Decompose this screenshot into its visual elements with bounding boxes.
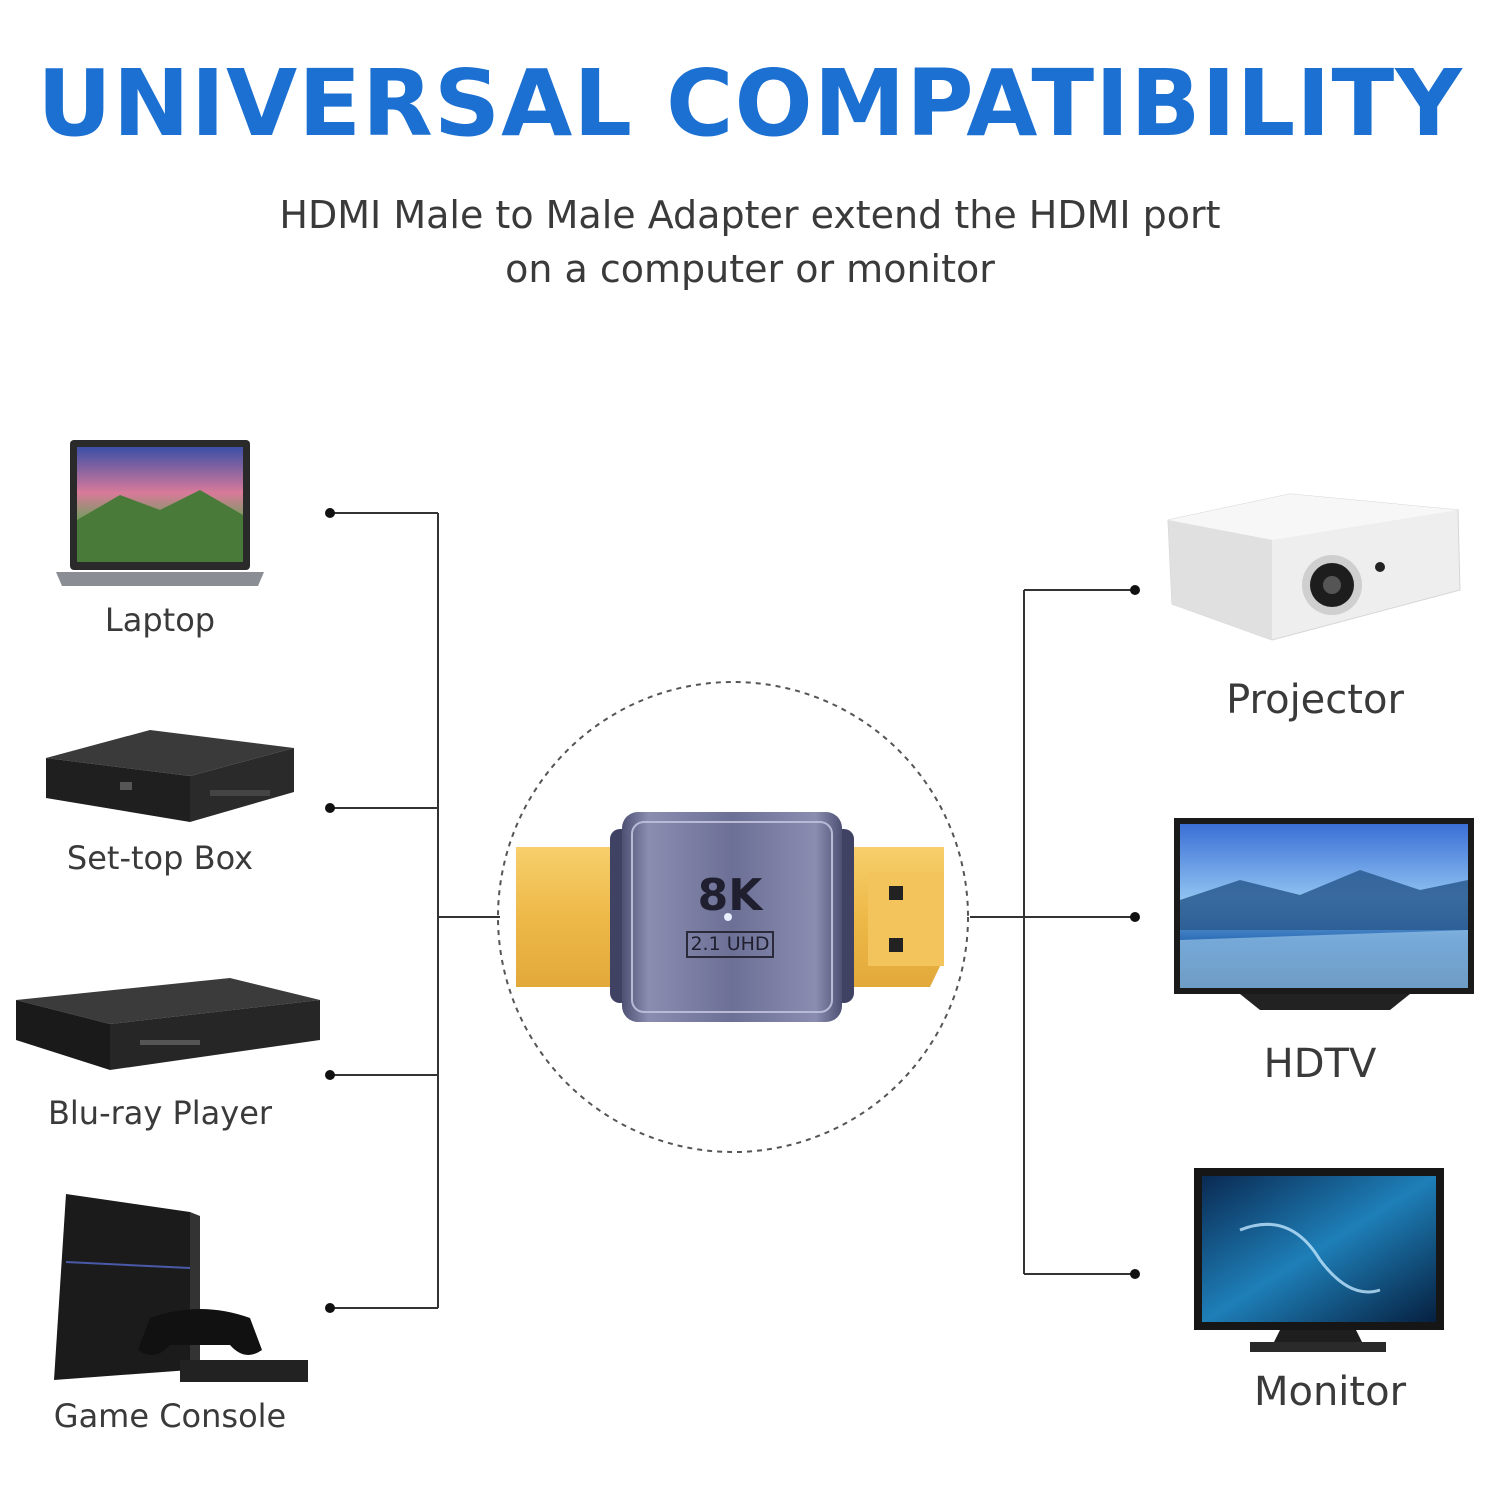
- connector-dot-laptop: [325, 508, 335, 518]
- set-top-box-icon: [46, 730, 294, 822]
- display-connectors: [970, 589, 1135, 1275]
- source-label-blu-ray-player: Blu-ray Player: [47, 1094, 273, 1132]
- connector-dot-hdtv: [1130, 912, 1140, 922]
- display-label-projector: Projector: [1226, 677, 1404, 723]
- adapter-resolution-label: 8K: [697, 870, 763, 921]
- laptop-icon: [56, 440, 264, 586]
- source-connectors: [330, 512, 500, 1309]
- source-label-laptop: Laptop: [104, 601, 216, 639]
- connector-dot-monitor: [1130, 1269, 1140, 1279]
- game-console-icon: [54, 1194, 308, 1382]
- projector-icon: [1167, 493, 1461, 641]
- subtitle-line-1: HDMI Male to Male Adapter extend the HDM…: [279, 193, 1221, 237]
- connector-dot-projector: [1130, 585, 1140, 595]
- connector-dot-set-top-box: [325, 803, 335, 813]
- subtitle-line-2: on a computer or monitor: [505, 247, 995, 291]
- hdtv-icon: [1174, 818, 1474, 1010]
- source-label-game-console: Game Console: [53, 1397, 287, 1435]
- display-label-monitor: Monitor: [1253, 1369, 1407, 1415]
- page-title: UNIVERSAL COMPATIBILITY: [37, 50, 1463, 157]
- source-label-set-top-box: Set-top Box: [66, 839, 254, 877]
- adapter-highlight-circle: [497, 681, 969, 1153]
- page-subtitle: HDMI Male to Male Adapter extend the HDM…: [200, 188, 1300, 296]
- connector-dot-blu-ray: [325, 1070, 335, 1080]
- adapter-version-label: 2.1 UHD: [686, 931, 774, 958]
- blu-ray-player-icon: [16, 978, 320, 1070]
- connector-dot-game-console: [325, 1303, 335, 1313]
- monitor-icon: [1194, 1168, 1444, 1352]
- display-label-hdtv: HDTV: [1263, 1041, 1377, 1087]
- hdmi-adapter-icon: [516, 812, 944, 1022]
